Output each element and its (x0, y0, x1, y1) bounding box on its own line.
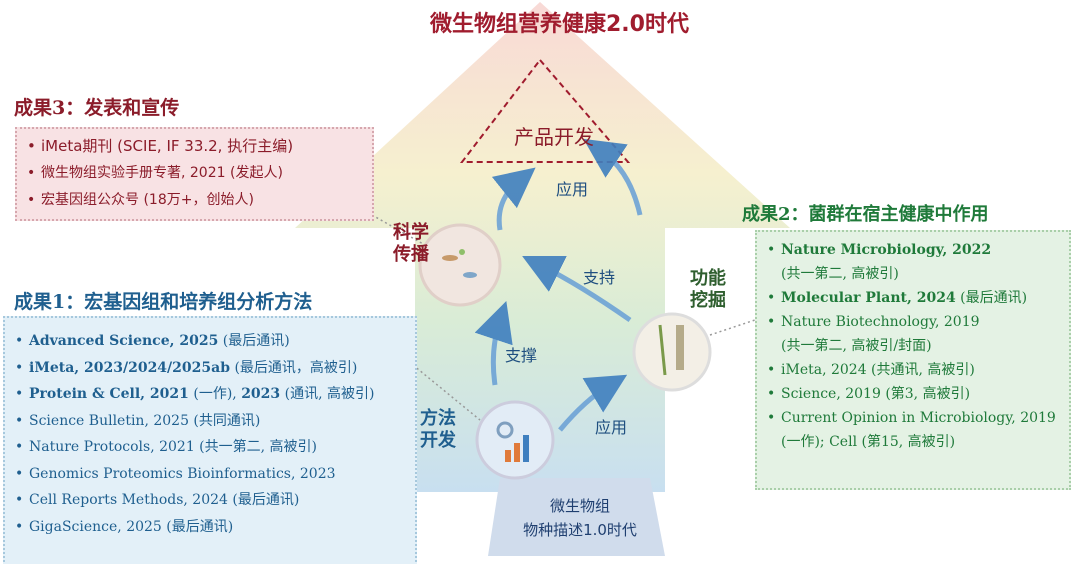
list-item: Science Bulletin, 2025 (共同通讯) (13, 408, 407, 435)
product-triangle (459, 58, 631, 163)
item-rest: (通讯, 高被引) (280, 386, 375, 402)
node-text: 传播 (393, 244, 429, 265)
achievement2-box: Nature Microbiology, 2022 (共一第二, 高被引) Mol… (755, 230, 1071, 490)
list-item: 宏基因组公众号 (18万+，创始人) (25, 187, 364, 214)
item-line2: (一作); Cell (第15, 高被引) (781, 434, 956, 450)
microbe-icon (442, 249, 477, 278)
item-bold: iMeta, 2023/2024/2025ab (29, 359, 230, 376)
era-text: 物种描述1.0时代 (523, 521, 637, 539)
item-bold: Protein & Cell, 2021 (29, 386, 189, 402)
list-item: Advanced Science, 2025 (最后通讯) (13, 328, 407, 355)
label-apply-bottom: 应用 (595, 418, 628, 437)
node-text: 功能 (690, 268, 726, 289)
list-item: iMeta期刊 (SCIE, IF 33.2, 执行主编) (25, 133, 364, 160)
list-item: Nature Biotechnology, 2019 (共一第二, 高被引/封面) (765, 310, 1061, 358)
list-item: Molecular Plant, 2024 (最后通讯) (765, 286, 1061, 310)
arrow-zhichi (522, 256, 632, 323)
item-rest: (最后通讯，高被引) (230, 359, 358, 376)
label-zhichi: 支持 (583, 268, 616, 287)
list-item: Cell Reports Methods, 2024 (最后通讯) (13, 487, 407, 514)
achievement2-heading: 成果2：菌群在宿主健康中作用 (742, 204, 989, 225)
list-item: 微生物组实验手册专著, 2021 (发起人) (25, 160, 364, 187)
achievement1-box: Advanced Science, 2025 (最后通讯) iMeta, 202… (3, 316, 417, 564)
item-bold: Nature Microbiology, 2022 (781, 242, 992, 258)
node-method-dev: 方法开发 (420, 408, 456, 452)
achievement1-heading: 成果1：宏基因组和培养组分析方法 (14, 291, 313, 313)
base-trapezoid (488, 478, 665, 556)
item-line2: (共一第二, 高被引) (781, 266, 899, 282)
growth-arrow (295, 2, 790, 492)
science-comm-circle (418, 223, 502, 307)
plant-icon (658, 324, 684, 376)
achievement3-heading: 成果3：发表和宣传 (14, 97, 180, 119)
label-zhicheng: 支撑 (505, 346, 538, 365)
page-title: 微生物组营养健康2.0时代 (430, 12, 689, 37)
arrow-apply-bottom (558, 374, 628, 432)
arrow-support-right (583, 138, 643, 216)
achievement3-box: iMeta期刊 (SCIE, IF 33.2, 执行主编) 微生物组实验手册专著… (15, 127, 374, 221)
item-rest: (一作), (188, 386, 242, 402)
list-item: GigaScience, 2025 (最后通讯) (13, 514, 407, 541)
node-science-comm: 科学传播 (393, 222, 429, 266)
era-text: 微生物组 (549, 497, 610, 515)
list-item: Protein & Cell, 2021 (一作), 2023 (通讯, 高被引… (13, 381, 407, 408)
bottom-era-label: 微生物组物种描述1.0时代 (500, 494, 660, 542)
list-item: iMeta, 2023/2024/2025ab (最后通讯，高被引) (13, 355, 407, 382)
arrow-apply-top (491, 167, 536, 231)
list-item: iMeta, 2024 (共通讯, 高被引) (765, 358, 1061, 382)
item-bold: Molecular Plant, 2024 (781, 290, 956, 306)
node-text: 挖掘 (690, 290, 726, 311)
node-function-mining: 功能挖掘 (690, 268, 726, 312)
method-circle (475, 400, 555, 480)
item-line2: (共一第二, 高被引/封面) (781, 338, 932, 354)
list-item: Current Opinion in Microbiology, 2019 (一作… (765, 406, 1061, 454)
item-bold: Advanced Science, 2025 (29, 333, 219, 349)
list-item: Genomics Proteomics Bioinformatics, 2023 (13, 461, 407, 488)
item-rest: (最后通讯) (955, 290, 1028, 306)
node-text: 科学 (393, 222, 429, 243)
label-apply-top: 应用 (556, 180, 589, 199)
item-bold: 2023 (241, 386, 281, 402)
list-item: Nature Protocols, 2021 (共一第二, 高被引) (13, 434, 407, 461)
node-text: 开发 (420, 430, 456, 451)
chart-icon (496, 421, 529, 462)
item-rest: (最后通讯) (218, 333, 290, 349)
list-item: Nature Microbiology, 2022 (共一第二, 高被引) (765, 238, 1061, 286)
arrow-zhicheng (474, 301, 513, 386)
product-label: 产品开发 (514, 125, 594, 149)
node-text: 方法 (420, 408, 456, 429)
list-item: Science, 2019 (第3, 高被引) (765, 382, 1061, 406)
item-rest: Current Opinion in Microbiology, 2019 (781, 410, 1056, 426)
item-rest: Nature Biotechnology, 2019 (781, 314, 980, 330)
function-circle (632, 312, 712, 392)
